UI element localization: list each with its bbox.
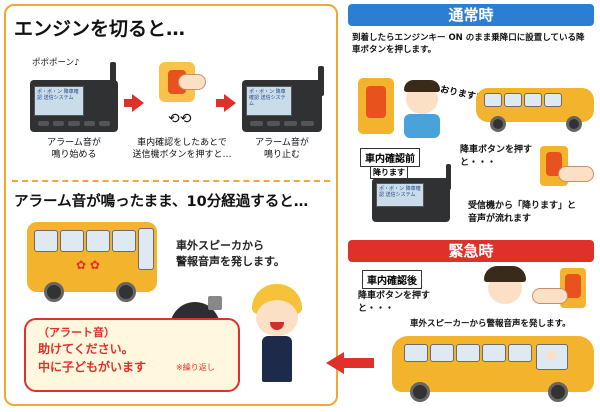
step2-label: 車内確認をしたあとで 送信機ボタンを押すと…: [132, 138, 232, 160]
arrow-2: [224, 94, 236, 112]
antenna-3: [446, 164, 451, 190]
popopon-bubble: ポポポーン♪: [32, 58, 80, 68]
bus-window: [504, 93, 522, 107]
bus-window: [456, 344, 480, 362]
big-arrow-left-icon: [326, 352, 344, 374]
bus-door: [138, 228, 154, 270]
bus-wheel: [566, 116, 582, 132]
bus-window: [508, 344, 532, 362]
bus-window: [482, 344, 506, 362]
speech-bubble: おります!: [439, 84, 481, 104]
bus-window: [544, 93, 562, 107]
bus-window: [86, 230, 110, 252]
outer-speaker-text: 車外スピーカーから警報音声を発します。: [410, 319, 571, 329]
arrow-2-stem: [216, 99, 224, 107]
exit-button-icon: [366, 86, 386, 118]
receiver-voice-bubble: 降ります: [370, 166, 408, 179]
left-title: エンジンを切ると…: [14, 18, 186, 40]
step3-label: アラーム音が 鳴り止む: [255, 138, 309, 160]
bus-wheel: [548, 382, 568, 402]
big-arrow-stem: [344, 358, 374, 368]
divider: [12, 180, 330, 182]
alarm-message-box: [24, 318, 240, 392]
receiver-device-1: ポ・ボ・ン 降車確認 送信システム: [30, 80, 118, 132]
emergency-banner: 緊急時: [348, 240, 594, 262]
girl-hair: [484, 266, 526, 282]
boy-body: [404, 114, 440, 138]
pre-check-text: 降車ボタンを押すと・・・: [460, 145, 533, 168]
alarm-repeat-note: ※繰り返し: [176, 363, 215, 372]
driver-icon: [546, 350, 556, 360]
bus-wheel: [116, 282, 136, 302]
arrow-1-stem: [124, 99, 132, 107]
child-body: [262, 336, 292, 382]
exit-button-icon-3: [565, 274, 581, 298]
finger-icon: [178, 74, 206, 90]
bus-window: [112, 230, 136, 252]
arrow-1: [132, 94, 144, 112]
alarm-line1: （アラート音）: [38, 326, 115, 339]
child-mouth: [270, 322, 284, 330]
bus-window: [60, 230, 84, 252]
boy-hair: [404, 80, 440, 92]
receiver-device-3: ポ・ボ・ン 降車確認 送信システム: [372, 178, 450, 222]
device-screen: ポ・ボ・ン 降車確認 送信システム: [246, 86, 292, 116]
receiver-device-2: ポ・ボ・ン 降車確認 送信システム: [242, 80, 322, 132]
step1-label: アラーム音が 鳴り始める: [47, 138, 101, 160]
bus-window: [34, 230, 58, 252]
normal-description: 到着したらエンジンキー ON のまま乗降口に設置している降車ボタンを押します。: [352, 33, 585, 55]
bus-window: [484, 93, 502, 107]
antenna-1: [110, 62, 116, 96]
bus-wheel: [44, 282, 64, 302]
bus-window: [404, 344, 428, 362]
post-check-tag: 車内確認後: [362, 270, 422, 289]
speaker-mount: [208, 296, 222, 310]
device-screen: ポ・ボ・ン 降車確認 送信システム: [376, 183, 424, 207]
bus-window: [524, 93, 542, 107]
bus-wheel: [490, 116, 506, 132]
section2-title: アラーム音が鳴ったまま、10分経過すると…: [14, 194, 309, 210]
hand-press-icon-2: [532, 288, 568, 304]
flower-decor-icon: ✿ ✿: [76, 258, 100, 272]
hand-press-icon: [558, 166, 594, 182]
receive-text: 受信機から「降ります」と 音声が流れます: [468, 201, 577, 224]
bus-window: [430, 344, 454, 362]
crying-child-face: [256, 300, 298, 336]
alarm-line3: 中に子どもがいます: [38, 360, 147, 374]
press-motion-icon: ⟲⟲: [168, 111, 192, 127]
post-check-text: 降車ボタンを押すと・・・: [358, 291, 431, 314]
normal-time-banner: 通常時: [348, 4, 594, 26]
device-screen: ポ・ボ・ン 降車確認 送信システム: [34, 86, 84, 116]
pre-check-tag: 車内確認前: [360, 148, 420, 167]
speaker-description: 車外スピーカから 警報音声を発します。: [176, 239, 285, 268]
alarm-line2: 助けてください。: [38, 342, 134, 356]
bus-wheel: [410, 382, 430, 402]
